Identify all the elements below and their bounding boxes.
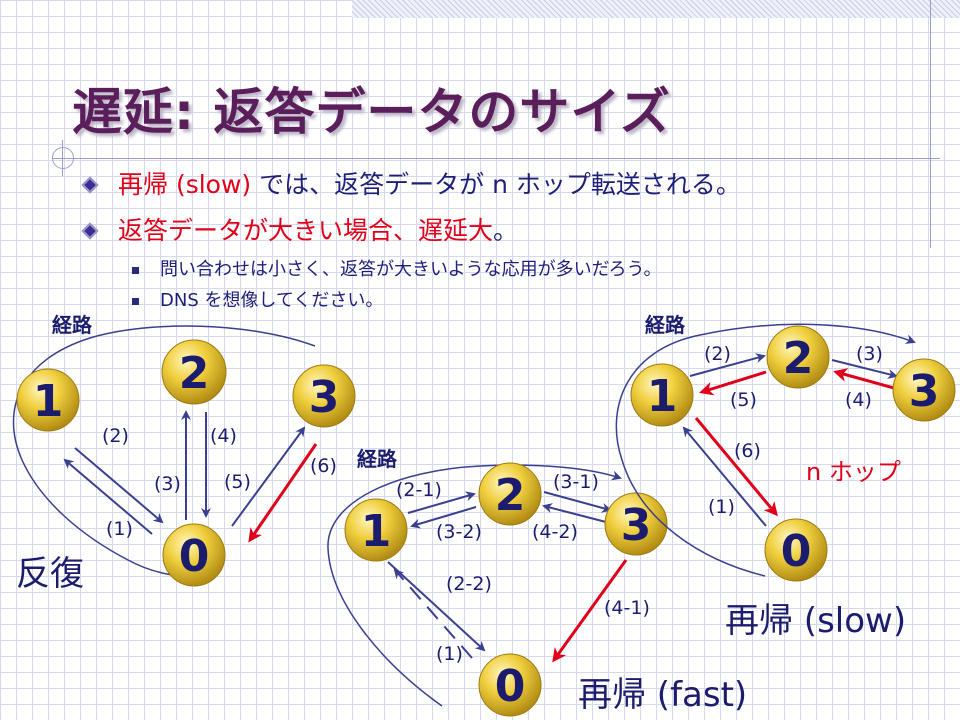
fast-route-label: 経路 xyxy=(357,447,398,471)
iterative-node-1-label: 1 xyxy=(33,376,64,427)
slow-hop-label: n ホップ xyxy=(806,458,901,486)
fast-node-3-label: 3 xyxy=(621,500,652,551)
slow-edge-6-arrow xyxy=(694,417,778,517)
slow-node-3-label: 3 xyxy=(909,366,940,417)
decorative-circle-icon xyxy=(52,147,74,169)
iterative-route-curve xyxy=(12,325,316,582)
slow-edge-3-arrow xyxy=(831,359,898,379)
recursive-slow-group: 経路 (2) (3) (5) (4) (6) (1) 1 2 3 xyxy=(615,313,956,641)
iterative-group: 経路 (1) (2) (3) (4) (5) (6) 1 2 3 xyxy=(12,313,356,594)
slow-edge-label-2: (2) xyxy=(704,343,731,365)
bullet-2-rest: 。 xyxy=(493,216,519,245)
iterative-edge-label-6: (6) xyxy=(310,455,337,477)
fast-edge-label-1: (1) xyxy=(436,643,463,665)
header-hatch-band xyxy=(352,0,960,18)
fast-node-0: 0 xyxy=(478,653,542,717)
fast-edge-label-3-1: (3-1) xyxy=(553,471,599,493)
fast-edge-label-4-2: (4-2) xyxy=(532,521,578,543)
decorative-vertical-line xyxy=(930,0,931,248)
iterative-node-2-label: 2 xyxy=(179,348,210,399)
fast-edge-2-1-arrow xyxy=(407,491,476,514)
iterative-edge-label-4: (4) xyxy=(210,425,237,447)
slow-edge-label-6: (6) xyxy=(734,440,761,462)
square-bullet-icon xyxy=(132,267,139,274)
slow-node-2: 2 xyxy=(766,325,830,389)
decorative-horizontal-line xyxy=(52,158,940,159)
slow-edge-label-4: (4) xyxy=(845,389,872,411)
fast-edge-label-2-1: (2-1) xyxy=(396,479,442,501)
fast-edge-4-1-arrow xyxy=(552,559,628,663)
slow-node-3: 3 xyxy=(892,358,956,422)
fast-edge-4-2-arrow xyxy=(542,503,607,523)
bullet-1-rest: では、返答データが n ホップ転送される。 xyxy=(251,170,741,199)
slow-route-curve xyxy=(615,323,916,577)
fast-edge-3-2-arrow xyxy=(410,506,477,529)
iterative-edge-label-3: (3) xyxy=(154,473,181,495)
fast-edge-3-1-arrow xyxy=(543,491,612,513)
iterative-node-2: 2 xyxy=(161,339,227,405)
bullet-1-text: 再帰 (slow) では、返答データが n ホップ転送される。 xyxy=(118,170,741,200)
fast-edge-label-4-1: (4-1) xyxy=(604,597,650,619)
slide-title: 遅延: 返答データのサイズ xyxy=(72,83,671,141)
recursive-fast-group: 経路 (2-1) (3-1) (3-2) (4-2) (2-2) (4-1) (… xyxy=(327,447,747,717)
fast-node-2-label: 2 xyxy=(495,470,526,521)
iterative-node-0: 0 xyxy=(162,523,226,587)
square-bullet-icon xyxy=(132,298,139,305)
iterative-node-0-label: 0 xyxy=(179,531,210,582)
bullet-1-highlight: 再帰 (slow) xyxy=(118,170,252,199)
iterative-route-label: 経路 xyxy=(52,313,93,337)
slow-node-1-label: 1 xyxy=(647,371,678,422)
fast-node-0-label: 0 xyxy=(495,661,526,712)
slow-node-1: 1 xyxy=(630,363,694,427)
slow-edge-2-arrow xyxy=(689,353,766,377)
sub-bullet-2-text: DNS を想像してください。 xyxy=(160,290,384,311)
slow-edge-label-1: (1) xyxy=(708,496,735,518)
bullet-2-highlight: 返答データが大きい場合、遅延大 xyxy=(118,216,494,245)
iterative-node-3-label: 3 xyxy=(309,372,340,423)
fast-node-3: 3 xyxy=(604,492,668,556)
slow-mode-label: 再帰 (slow) xyxy=(725,601,906,641)
iterative-node-1: 1 xyxy=(16,368,80,432)
fast-edge-label-2-2: (2-2) xyxy=(446,573,492,595)
slow-node-0: 0 xyxy=(764,518,828,582)
iterative-node-3: 3 xyxy=(292,364,356,428)
slow-edge-label-5: (5) xyxy=(730,389,757,411)
slow-edge-4-arrow xyxy=(833,368,895,390)
fast-node-1: 1 xyxy=(344,498,408,562)
iterative-edge-5-arrow xyxy=(231,426,306,527)
fast-node-2: 2 xyxy=(478,462,542,526)
fast-route-curve xyxy=(327,464,622,707)
iterative-edge-6-arrow xyxy=(248,443,318,543)
slow-route-label: 経路 xyxy=(645,313,686,337)
iterative-edge-2-arrow xyxy=(63,458,153,535)
iterative-edge-label-2: (2) xyxy=(102,425,129,447)
bullet-2-text: 返答データが大きい場合、遅延大。 xyxy=(118,216,518,246)
iterative-edge-1-arrow xyxy=(74,447,164,524)
slow-edge-label-3: (3) xyxy=(856,343,883,365)
sub-bullet-1-text: 問い合わせは小さく、返答が大きいような応用が多いだろう。 xyxy=(160,259,662,280)
iterative-mode-label: 反復 xyxy=(16,554,84,594)
slow-edge-1-arrow xyxy=(682,426,767,527)
iterative-edge-label-1: (1) xyxy=(106,518,133,540)
fast-mode-label: 再帰 (fast) xyxy=(578,675,747,715)
fast-node-1-label: 1 xyxy=(361,506,392,557)
fast-edge-2-2-arrow xyxy=(393,568,473,659)
iterative-edge-label-5: (5) xyxy=(224,471,251,493)
slow-node-0-label: 0 xyxy=(781,526,812,577)
slow-edge-5-arrow xyxy=(699,370,767,396)
fast-edge-label-3-2: (3-2) xyxy=(436,521,482,543)
slow-node-2-label: 2 xyxy=(783,333,814,384)
